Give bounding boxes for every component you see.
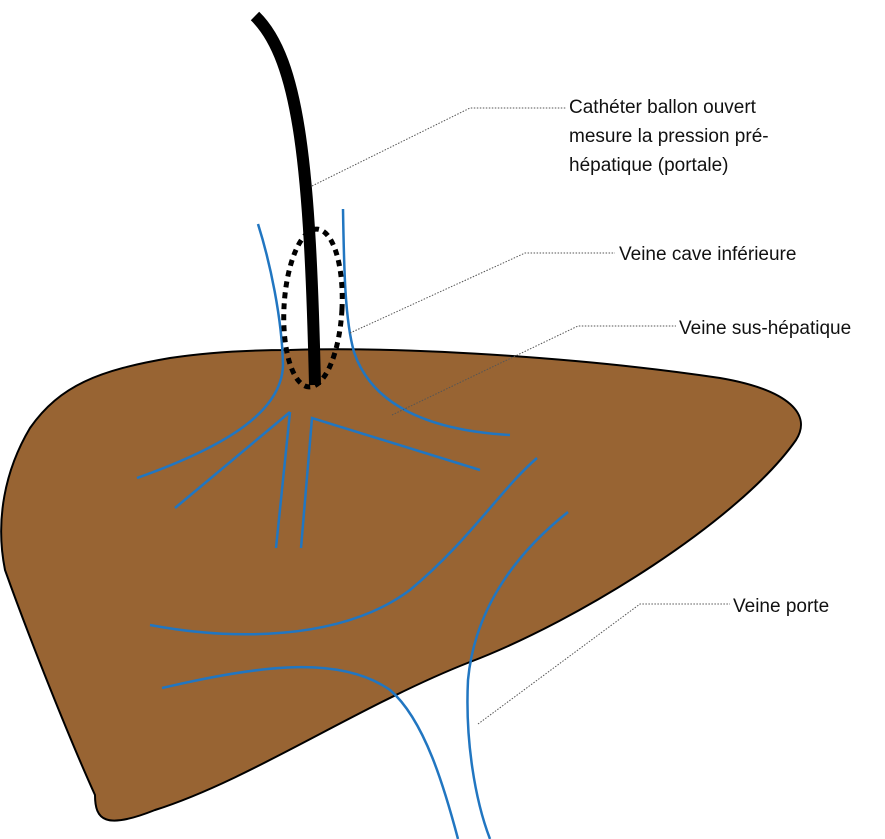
catheter-label: Cathéter ballon ouvert mesure la pressio… <box>569 93 769 180</box>
hepatic-vein-label: Veine sus-hépatique <box>679 314 851 343</box>
leader-line-catheter <box>312 108 566 186</box>
portal-vein-label: Veine porte <box>733 592 829 621</box>
leader-line-vena-cava <box>350 253 615 333</box>
catheter-label-line: mesure la pression pré- <box>569 122 769 151</box>
catheter-label-line: Cathéter ballon ouvert <box>569 93 769 122</box>
catheter-label-line: hépatique (portale) <box>569 151 769 180</box>
liver-shape <box>1 349 801 820</box>
vena-cava-label: Veine cave inférieure <box>619 240 796 269</box>
